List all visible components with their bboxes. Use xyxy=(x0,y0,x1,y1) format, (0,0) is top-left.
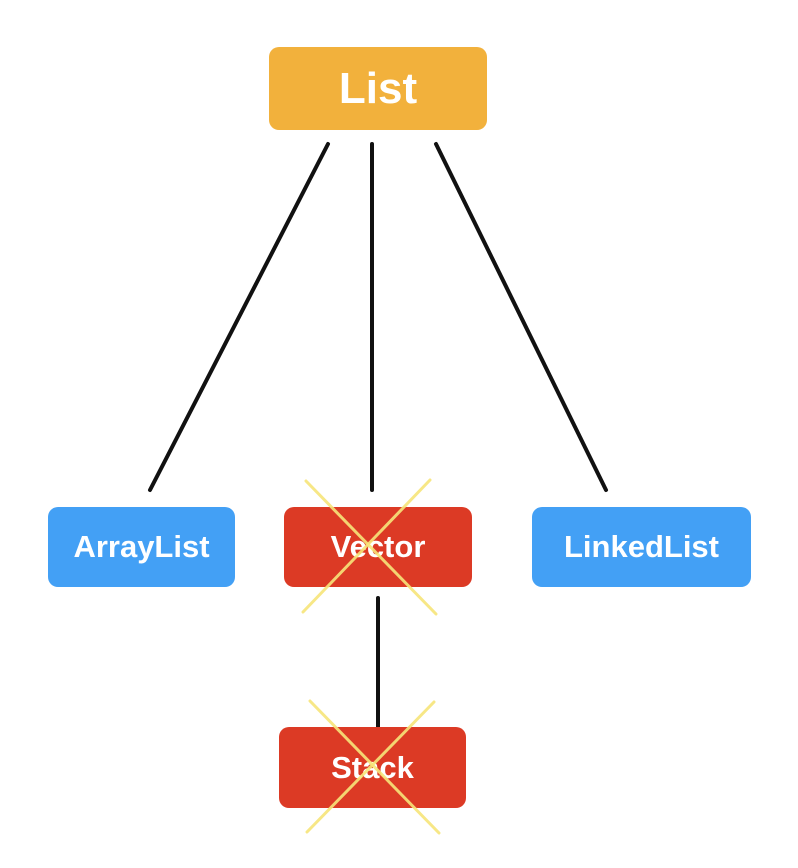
node-arraylist-label: ArrayList xyxy=(73,529,210,564)
node-vector: Vector xyxy=(284,507,472,587)
node-linkedlist-label: LinkedList xyxy=(563,529,719,564)
node-stack: Stack xyxy=(279,727,466,808)
edge-list-linkedlist xyxy=(434,142,608,492)
node-linkedlist: LinkedList xyxy=(532,507,751,587)
node-arraylist: ArrayList xyxy=(48,507,235,587)
node-stack-label: Stack xyxy=(331,749,414,785)
node-list: List xyxy=(269,47,487,130)
node-list-label: List xyxy=(338,63,418,113)
edge-list-arraylist xyxy=(148,142,330,492)
node-vector-label: Vector xyxy=(330,529,426,564)
